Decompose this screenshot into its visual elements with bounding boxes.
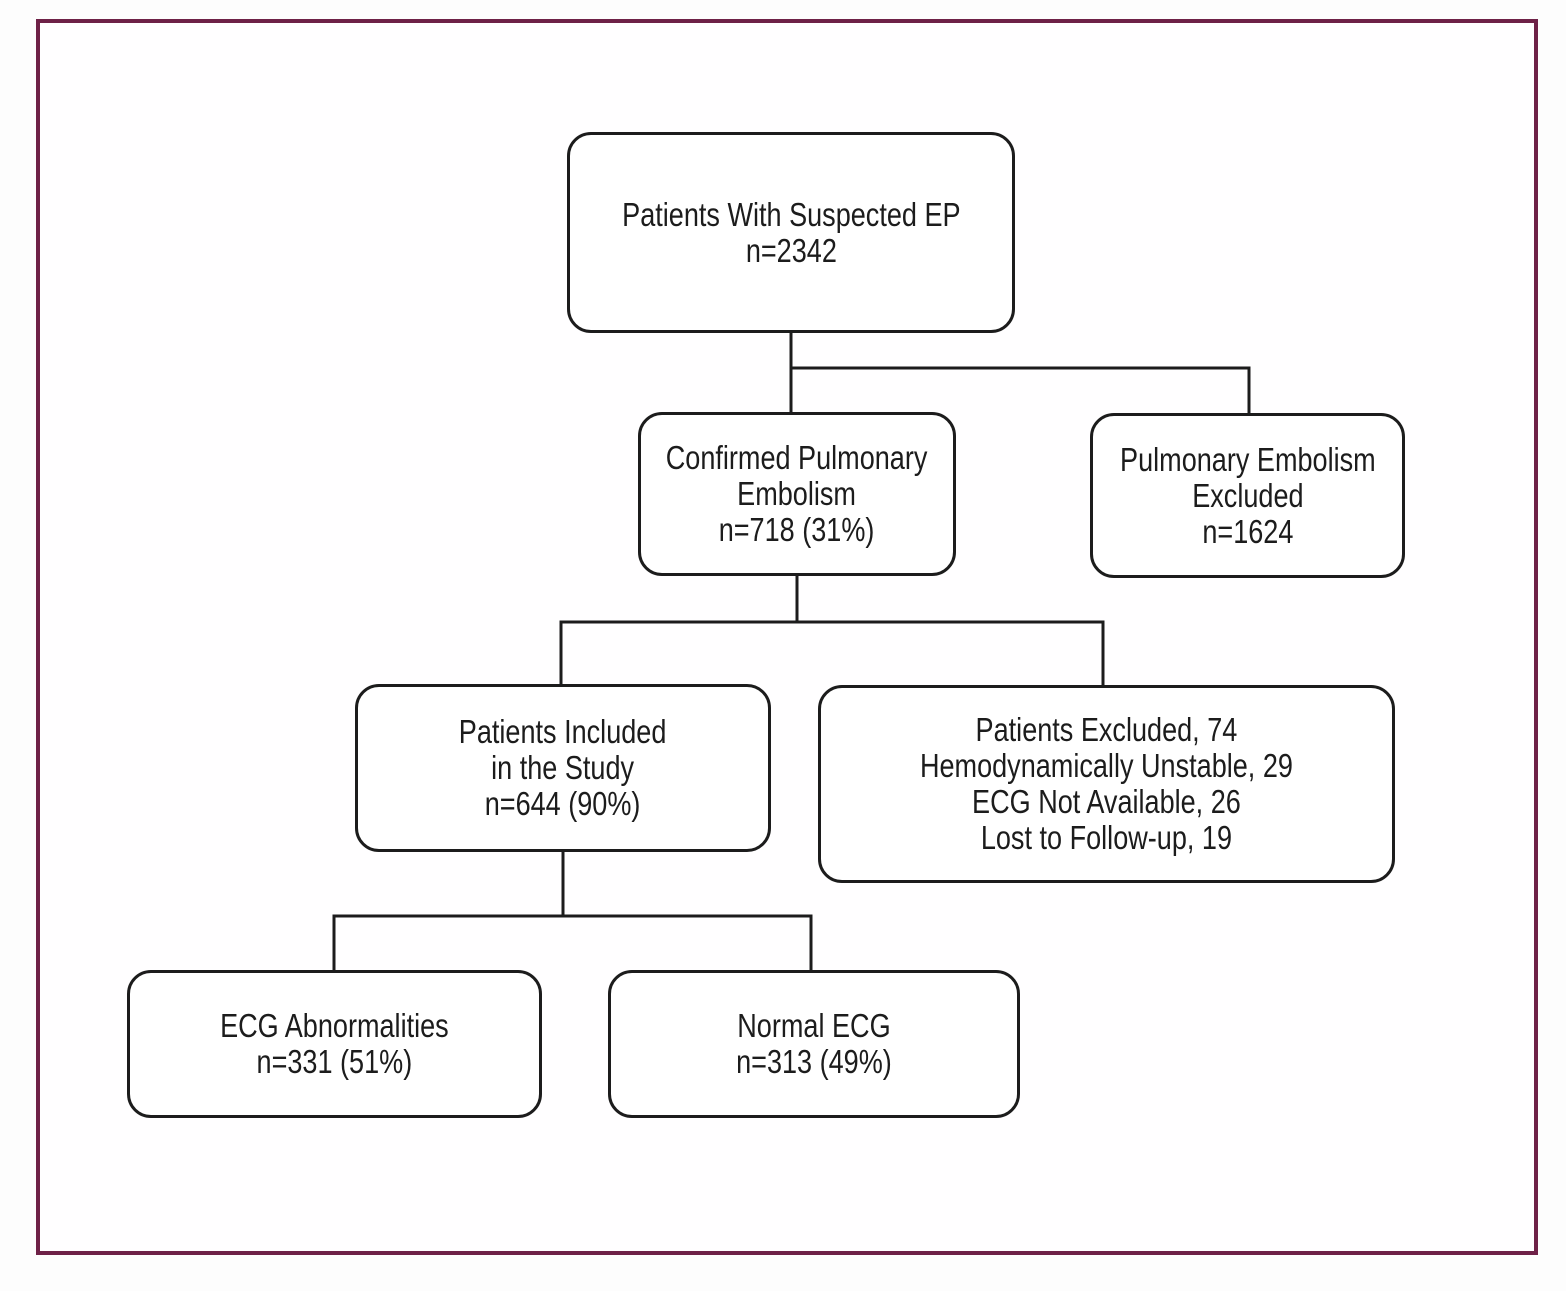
node-confirmed-pe: Confirmed Pulmonary Embolism n=718 (31%)	[638, 412, 956, 576]
node-line: n=718 (31%)	[719, 511, 875, 548]
node-line: Patients Excluded, 74	[975, 711, 1238, 748]
node-normal-ecg: Normal ECG n=313 (49%)	[608, 970, 1020, 1118]
node-line: Hemodynamically Unstable, 29	[919, 747, 1293, 784]
node-line: n=313 (49%)	[736, 1043, 892, 1080]
node-line: Lost to Follow-up, 19	[980, 819, 1233, 856]
node-line: n=2342	[745, 231, 837, 269]
node-line: Patients Included	[459, 713, 667, 750]
node-line: Normal ECG	[737, 1007, 891, 1044]
node-included-in-study: Patients Included in the Study n=644 (90…	[355, 684, 771, 852]
node-normal-ecg-text: Normal ECG n=313 (49%)	[736, 1008, 892, 1080]
node-line: Pulmonary Embolism	[1119, 440, 1376, 478]
node-pe-excluded: Pulmonary Embolism Excluded n=1624	[1090, 413, 1405, 578]
node-line: Excluded	[1191, 476, 1304, 514]
node-pe-excluded-text: Pulmonary Embolism Excluded n=1624	[1119, 440, 1376, 550]
node-line: n=331 (51%)	[256, 1043, 413, 1080]
node-line: Patients With Suspected EP	[621, 195, 961, 233]
node-line: in the Study	[491, 749, 635, 786]
node-line: Confirmed Pulmonary	[666, 439, 928, 476]
node-line: Embolism	[737, 475, 857, 512]
node-confirmed-pe-text: Confirmed Pulmonary Embolism n=718 (31%)	[666, 440, 928, 548]
node-line: ECG Not Available, 26	[972, 783, 1241, 820]
node-line: ECG Abnormalities	[220, 1007, 449, 1044]
node-ecg-abnormalities-text: ECG Abnormalities n=331 (51%)	[220, 1008, 449, 1080]
node-suspected-pe: Patients With Suspected EP n=2342	[567, 132, 1015, 333]
node-excluded-reasons-text: Patients Excluded, 74 Hemodynamically Un…	[920, 712, 1293, 856]
node-ecg-abnormalities: ECG Abnormalities n=331 (51%)	[127, 970, 542, 1118]
node-included-in-study-text: Patients Included in the Study n=644 (90…	[459, 714, 667, 822]
node-line: n=1624	[1201, 512, 1294, 550]
node-excluded-reasons: Patients Excluded, 74 Hemodynamically Un…	[818, 685, 1395, 883]
node-suspected-pe-text: Patients With Suspected EP n=2342	[621, 195, 961, 269]
node-line: n=644 (90%)	[485, 785, 641, 822]
